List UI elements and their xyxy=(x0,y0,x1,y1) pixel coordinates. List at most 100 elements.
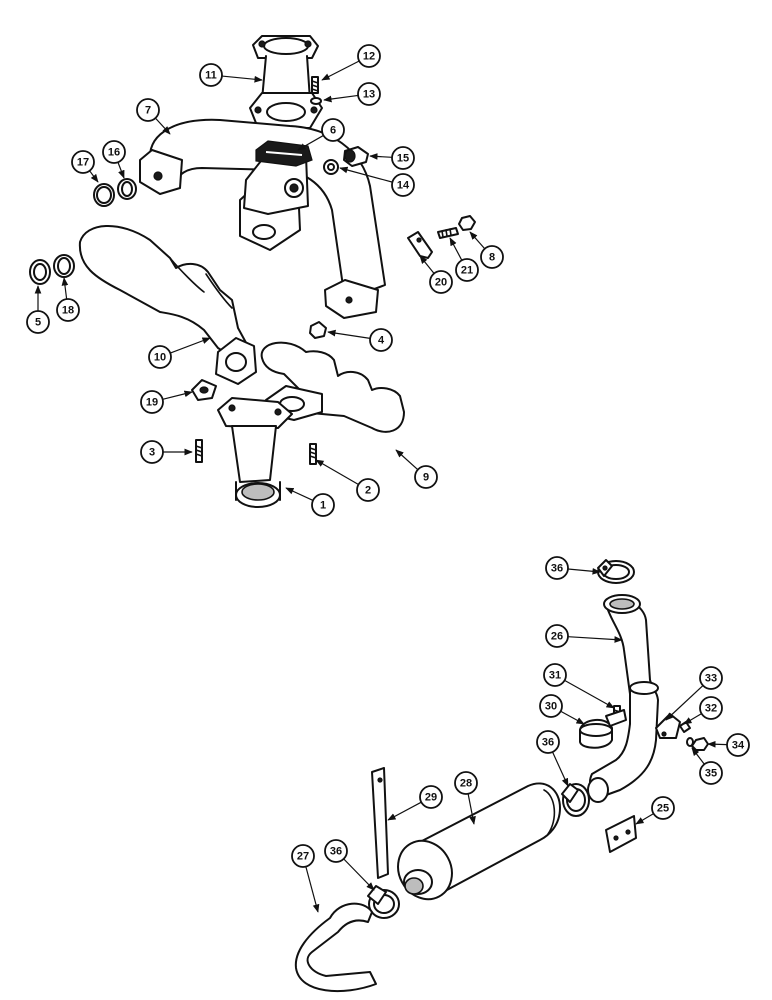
callout-number: 2 xyxy=(365,485,371,497)
callout-number: 7 xyxy=(145,105,151,117)
callout-leader xyxy=(154,117,171,135)
callout-leader xyxy=(419,255,435,274)
callout-circle xyxy=(291,844,315,868)
callout-leader xyxy=(369,153,393,160)
part-34-nut xyxy=(691,737,709,751)
part-25-bracket-plate xyxy=(605,815,637,853)
callout-29: 29 xyxy=(387,785,443,821)
callout-number: 9 xyxy=(423,472,429,484)
callout-circle xyxy=(391,173,415,197)
callout-number: 36 xyxy=(551,563,563,575)
callout-number: 11 xyxy=(205,70,217,82)
callout-circle xyxy=(726,733,750,757)
callout-leader xyxy=(387,801,422,821)
callout-36: 36 xyxy=(324,839,375,891)
callout-leader xyxy=(560,710,585,725)
callout-36: 36 xyxy=(536,730,569,787)
callout-leader xyxy=(635,813,654,825)
part-10-lower-manifold xyxy=(78,225,257,385)
callout-leader xyxy=(61,277,69,300)
callout-1: 1 xyxy=(285,487,335,517)
callout-circle xyxy=(356,478,380,502)
callout-11: 11 xyxy=(199,63,263,87)
callout-leader xyxy=(343,858,375,891)
part-29-hanger-strap xyxy=(371,767,389,879)
callout-leader xyxy=(89,170,99,183)
callout-circle xyxy=(545,624,569,648)
callout-circle xyxy=(543,663,567,687)
callout-circle xyxy=(357,44,381,68)
callout-circle xyxy=(536,730,560,754)
callout-35: 35 xyxy=(691,747,723,785)
callout-circle xyxy=(651,796,675,820)
callout-number: 36 xyxy=(542,737,554,749)
callout-number: 10 xyxy=(154,352,166,364)
part-36-clamp-bottom xyxy=(367,885,400,919)
callout-circle xyxy=(391,146,415,170)
callout-number: 28 xyxy=(460,778,472,790)
part-28-muffler xyxy=(397,782,561,901)
callout-number: 34 xyxy=(732,740,745,752)
callout-9: 9 xyxy=(395,449,438,489)
callout-leader xyxy=(323,94,359,103)
callout-leader xyxy=(552,751,569,787)
part-16-ring xyxy=(117,178,137,200)
callout-30: 30 xyxy=(539,694,585,725)
callout-16: 16 xyxy=(102,140,126,179)
part-2-bolt xyxy=(309,443,317,465)
part-13-washer xyxy=(310,97,322,105)
callout-number: 16 xyxy=(108,147,120,159)
callout-circle xyxy=(140,390,164,414)
callout-7: 7 xyxy=(136,98,171,135)
callout-number: 18 xyxy=(62,305,74,317)
part-1-outlet-elbow xyxy=(217,397,293,508)
callout-circle xyxy=(199,63,223,87)
callout-circle xyxy=(148,345,172,369)
callout-2: 2 xyxy=(315,459,380,502)
callout-circle xyxy=(545,556,569,580)
callout-leader xyxy=(315,459,359,486)
callout-circle xyxy=(369,328,393,352)
callout-number: 14 xyxy=(397,180,410,192)
callout-leader xyxy=(339,166,393,183)
callout-10: 10 xyxy=(148,337,211,369)
callout-leader xyxy=(321,60,360,81)
part-35-washer xyxy=(686,737,694,747)
callout-number: 6 xyxy=(330,125,336,137)
callout-leader xyxy=(170,337,211,354)
part-21-stud xyxy=(437,227,459,239)
callout-4: 4 xyxy=(327,328,393,352)
callout-leader xyxy=(691,747,705,765)
part-14-washer xyxy=(323,159,339,175)
callout-6: 6 xyxy=(297,118,345,151)
callout-17: 17 xyxy=(71,150,99,183)
callout-3: 3 xyxy=(140,440,193,464)
callout-number: 27 xyxy=(297,851,309,863)
part-12-bolt xyxy=(311,76,319,94)
callout-circle xyxy=(311,493,335,517)
callout-leader xyxy=(162,390,193,400)
part-17-ring xyxy=(93,183,115,207)
callout-circle xyxy=(699,696,723,720)
callout-5: 5 xyxy=(26,285,50,334)
callout-circle xyxy=(102,140,126,164)
callout-leader xyxy=(567,567,601,575)
callout-number: 29 xyxy=(425,792,437,804)
part-3-bolt xyxy=(195,439,203,463)
callout-leader xyxy=(564,679,615,709)
callout-circle xyxy=(539,694,563,718)
callout-leader xyxy=(117,162,125,179)
callout-leader xyxy=(467,793,476,825)
callout-leader xyxy=(665,685,704,721)
callout-number: 20 xyxy=(435,277,447,289)
callout-15: 15 xyxy=(369,146,415,170)
callout-circle xyxy=(480,245,504,269)
part-36-clamp-top xyxy=(597,559,635,584)
callout-leader xyxy=(297,134,324,151)
callout-number: 8 xyxy=(489,252,495,264)
callout-33: 33 xyxy=(665,666,723,721)
callout-number: 30 xyxy=(545,701,557,713)
callout-circle xyxy=(136,98,160,122)
callout-leader xyxy=(567,636,623,643)
